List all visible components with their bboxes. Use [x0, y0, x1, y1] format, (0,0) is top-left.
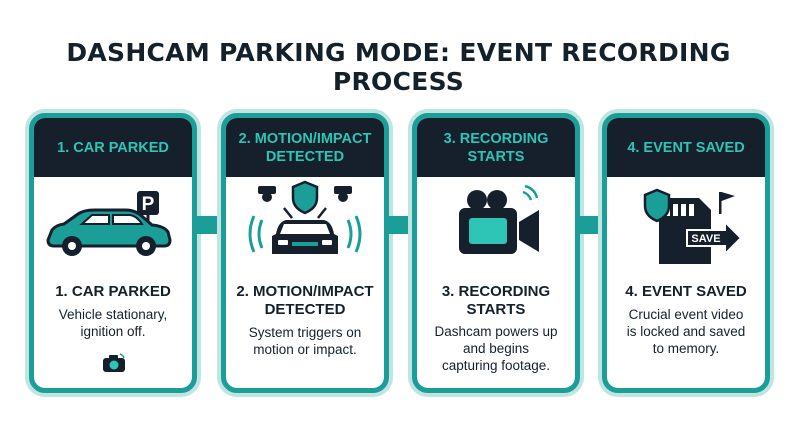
step-title: 3. RECORDING STARTS [417, 283, 575, 319]
memory-card-save-icon: SAVE [643, 188, 743, 264]
step-desc-line: Dashcam powers up [434, 324, 558, 339]
step-card-car-parked: 1. CAR PARKED P 1. CAR PARKED Vehicle st… [29, 113, 197, 393]
step-title-line: DETECTED [264, 301, 346, 318]
step-title-line: STARTS [466, 301, 526, 318]
step-title: 2. MOTION/IMPACT DETECTED [226, 283, 384, 319]
step-desc-line: Crucial event video [628, 307, 744, 322]
step-header-label: DETECTED [265, 148, 345, 165]
shield-icon [643, 188, 671, 223]
step-description: System triggers on motion or impact. [226, 324, 384, 358]
step-title-line: 3. RECORDING [441, 283, 551, 300]
step-desc-line: ignition off. [80, 324, 146, 339]
save-arrow-icon [686, 219, 743, 257]
step-description: Crucial event video is locked and saved … [607, 306, 765, 357]
page-title: DASHCAM PARKING MODE: EVENT RECORDING PR… [66, 38, 731, 96]
step-description: Vehicle stationary, ignition off. [34, 306, 192, 340]
car-parked-icon: P [46, 191, 172, 256]
sensor-icon [258, 186, 352, 202]
step-header-label: 3. RECORDING [443, 130, 549, 147]
step-title: 1. CAR PARKED [34, 283, 192, 301]
shield-icon [291, 180, 319, 215]
step-card-event-saved: 4. EVENT SAVED SAVE 4. EVENT SAVED Cruci… [602, 113, 770, 393]
parking-sign-letter: P [142, 194, 155, 215]
step-desc-line: is locked and saved [626, 324, 746, 339]
motion-detect-icon [248, 180, 362, 254]
step-title-line: 4. EVENT SAVED [625, 283, 747, 300]
step-desc-line: to memory. [652, 341, 720, 356]
step-header: 4. EVENT SAVED [607, 118, 765, 177]
step-desc-line: motion or impact. [253, 342, 357, 357]
step-desc-line: Vehicle stationary, [58, 307, 168, 322]
save-label: SAVE [691, 233, 720, 245]
step-desc-line: capturing footage. [441, 358, 551, 373]
camera-icon [103, 353, 125, 372]
step-header-label: 1. CAR PARKED [57, 139, 169, 156]
step-desc-line: and begins [462, 341, 530, 356]
step-title-line: 1. CAR PARKED [55, 283, 171, 300]
step-card-motion-impact: 2. MOTION/IMPACT DETECTED 2. MOTION/IMPA… [221, 113, 389, 393]
step-title-line: 2. MOTION/IMPACT [236, 283, 374, 300]
step-desc-line: System triggers on [248, 325, 362, 340]
step-title: 4. EVENT SAVED [607, 283, 765, 301]
step-header-label: 2. MOTION/IMPACT [238, 130, 372, 147]
step-header: 2. MOTION/IMPACT DETECTED [226, 118, 384, 177]
step-header: 3. RECORDING STARTS [417, 118, 575, 177]
step-header-label: 4. EVENT SAVED [627, 139, 745, 156]
step-description: Dashcam powers up and begins capturing f… [417, 323, 575, 374]
flag-icon [721, 192, 735, 201]
video-camera-icon [459, 184, 539, 254]
step-header: 1. CAR PARKED [34, 118, 192, 177]
step-card-recording-starts: 3. RECORDING STARTS 3. RECORDING STARTS … [412, 113, 580, 393]
step-header-label: STARTS [467, 148, 525, 165]
parking-sign-icon [137, 191, 159, 215]
